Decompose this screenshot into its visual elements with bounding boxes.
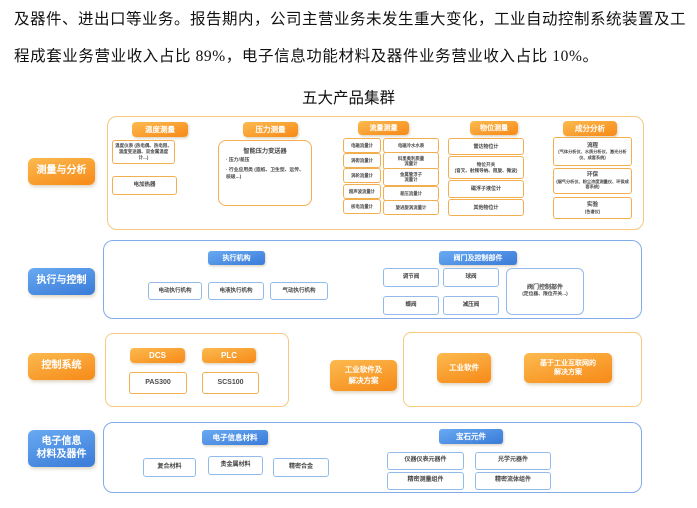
pressure-bullet-1: · 压力/差压 <box>226 158 250 163</box>
item-precision-alloys: 精密合金 <box>273 458 329 477</box>
section-header-actuators: 执行机构 <box>208 251 265 265</box>
materials-panel <box>103 422 642 493</box>
section-header-analysis: 成分分析 <box>563 121 617 136</box>
item-pas300: PAS300 <box>129 372 187 394</box>
item-scs100: SCS100 <box>202 372 259 394</box>
block-iiot-solutions: 基于工业互联网的 解决方案 <box>524 353 612 383</box>
body-text-line-2: 程成套业务营业收入占比 89%，电子信息功能材料及器件业务营业收入占比 10%。 <box>14 48 599 65</box>
item-ball-valve: 球阀 <box>443 268 499 287</box>
environmental-analyzers-detail: (烟气分析仪、粉尘浓度测量仪、环保成套系统) <box>556 178 629 190</box>
body-text-line-1: 及器件、进出口等业务。报告期内，公司主营业务未发生重大变化，工业自动控制系统装置… <box>14 11 687 28</box>
item-laboratory-analyzers: 实验 (色谱仪) <box>553 197 632 219</box>
item-precision-fluid-components: 精密流体组件 <box>475 472 551 490</box>
diagram-title: 五大产品集群 <box>301 90 395 107</box>
dcs-plc-group-box <box>105 333 289 407</box>
valve-control-title: 阀门控制部件 <box>526 285 563 292</box>
category-tab-control-system: 控制系统 <box>28 353 95 380</box>
pressure-group-box: 智能压力变送器 · 压力/差压 · 行业应用类 (造纸、卫生型、远传、核级...… <box>218 140 312 206</box>
section-header-dcs: DCS <box>130 348 185 363</box>
item-butterfly-valve: 蝶阀 <box>383 296 439 315</box>
laboratory-analyzers-detail: (色谱仪) <box>584 208 601 214</box>
item-electric-actuator: 电动执行机构 <box>148 282 202 300</box>
item-electro-hydraulic-actuator: 电液执行机构 <box>208 282 264 300</box>
category-tab-execution-control: 执行与控制 <box>28 268 95 295</box>
item-instrument-components: 仪器仪表元器件 <box>387 452 464 470</box>
item-process-analyzers: 流程 (气体分析仪、水质分析仪、激光分析仪、成套系统) <box>553 137 632 166</box>
item-composite-materials: 复合材料 <box>143 458 196 477</box>
section-header-flow: 流量测量 <box>358 121 409 135</box>
item-vortex-flowmeter: 涡街流量计 <box>343 153 381 168</box>
item-radar-level-gauge: 雷达物位计 <box>448 138 524 155</box>
item-electric-heater: 电加热器 <box>112 176 177 195</box>
item-magnetic-float-level-gauge: 磁浮子液位计 <box>448 180 524 198</box>
item-electromagnetic-flowmeter: 电磁流量计 <box>343 138 381 153</box>
item-temperature-instruments: 温度仪表 (热电偶、热电阻、温度变送器、双金属温度计...) <box>112 140 175 164</box>
item-pressure-reducing-valve: 减压阀 <box>443 296 499 315</box>
section-header-level: 物位测量 <box>470 121 518 135</box>
item-environmental-analyzers: 环保 (烟气分析仪、粉尘浓度测量仪、环保成套系统) <box>553 168 632 194</box>
laboratory-analyzers-title: 实验 <box>586 201 598 208</box>
section-header-pressure: 压力测量 <box>243 122 298 137</box>
smart-pressure-transmitter-title: 智能压力变送器 <box>243 148 287 155</box>
item-electromagnetic-water-meter: 电磁冷水水表 <box>383 138 439 153</box>
block-industrial-software: 工业软件 <box>437 353 491 383</box>
item-precious-metal-materials: 贵金属材料 <box>208 456 263 475</box>
environmental-analyzers-title: 环保 <box>586 172 598 179</box>
valve-control-detail: (定位器、限位开关...) <box>522 292 568 298</box>
item-other-level-gauges: 其他物位计 <box>448 199 524 216</box>
item-turbine-flowmeter: 涡轮流量计 <box>343 168 381 183</box>
category-tab-electronic-materials: 电子信息 材料及器件 <box>28 430 95 467</box>
pressure-bullet-2: · 行业应用类 (造纸、卫生型、远传、核级...) <box>226 167 304 180</box>
item-level-switch: 物位开关 (音叉、射频导纳、阻旋、微波) <box>448 156 524 179</box>
item-differential-pressure-flowmeter: 差压流量计 <box>383 186 439 201</box>
item-ultrasonic-flowmeter: 超声波流量计 <box>343 184 381 199</box>
item-precision-measurement-components: 精密测量组件 <box>387 472 464 490</box>
item-pneumatic-actuator: 气动执行机构 <box>270 282 328 300</box>
item-optical-components: 光学元器件 <box>475 452 551 470</box>
item-valve-control-components: 阀门控制部件 (定位器、限位开关...) <box>506 268 584 315</box>
process-analyzers-detail: (气体分析仪、水质分析仪、激光分析仪、成套系统) <box>558 149 627 160</box>
item-precession-vortex-flowmeter: 旋进旋涡流量计 <box>383 200 439 215</box>
section-header-electronic-materials: 电子信息材料 <box>202 430 268 445</box>
category-tab-measurement-analysis: 测量与分析 <box>28 158 95 185</box>
section-header-valves: 阀门及控制部件 <box>439 251 517 265</box>
section-header-temperature: 温度测量 <box>132 122 188 137</box>
item-metal-tube-rotameter: 金属管浮子 流量计 <box>383 168 439 186</box>
section-header-gem-components: 宝石元件 <box>439 429 503 444</box>
block-industrial-software-solutions: 工业软件及 解决方案 <box>330 360 397 391</box>
item-control-valve: 调节阀 <box>383 268 439 287</box>
process-analyzers-title: 流程 <box>586 142 598 149</box>
section-header-plc: PLC <box>202 348 256 363</box>
item-nuclear-flowmeter: 核电流量计 <box>343 199 381 214</box>
